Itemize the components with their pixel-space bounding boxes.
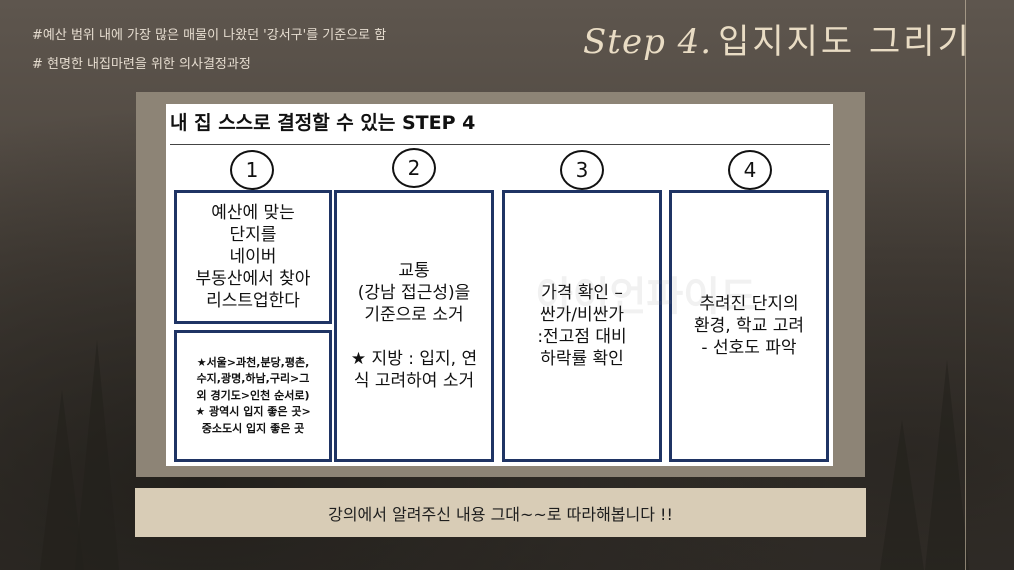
vertical-divider-line <box>965 0 966 570</box>
step-1-detail-card: ★서울>과천,분당,평촌, 수지,광명,하남,구리>그 외 경기도>인천 순서로… <box>174 330 332 462</box>
tree-silhouette <box>880 420 924 570</box>
step-1-card: 예산에 맞는 단지를 네이버 부동산에서 찾아 리스트업한다 <box>174 190 332 324</box>
step-number-4: 4 <box>728 150 772 190</box>
step-title: Step 4.입지지도 그리기 <box>583 14 972 63</box>
tree-silhouette <box>75 340 119 570</box>
step-label: Step 4. <box>583 22 713 62</box>
step-number-1: 1 <box>230 150 274 190</box>
slide-image: 내 집 스스로 결정할 수 있는 STEP 4 1 2 3 4 예산에 맞는 단… <box>166 104 833 466</box>
slide-title: 내 집 스스로 결정할 수 있는 STEP 4 <box>170 112 476 134</box>
step-3-text: 가격 확인 – 싼가/비싼가 :전고점 대비 하락률 확인 <box>537 282 627 370</box>
step-1-text: 예산에 맞는 단지를 네이버 부동산에서 찾아 리스트업한다 <box>195 202 311 312</box>
caption-text: 강의에서 알려주신 내용 그대~~로 따라해봅니다 !! <box>328 504 673 524</box>
step-4-card: 추려진 단지의 환경, 학교 고려 - 선호도 파악 <box>669 190 829 462</box>
caption-bar: 강의에서 알려주신 내용 그대~~로 따라해봅니다 !! <box>135 488 866 537</box>
step-title-text: 입지지도 그리기 <box>718 22 972 62</box>
step-4-text: 추려진 단지의 환경, 학교 고려 - 선호도 파악 <box>693 293 805 359</box>
step-number-2: 2 <box>392 148 436 188</box>
tree-silhouette <box>925 360 969 570</box>
header-note-1: #예산 범위 내에 가장 많은 매물이 나왔던 '강서구'를 기준으로 함 <box>32 28 387 43</box>
step-number-3: 3 <box>560 150 604 190</box>
step-1-detail-text: ★서울>과천,분당,평촌, 수지,광명,하남,구리>그 외 경기도>인천 순서로… <box>195 355 311 435</box>
header-note-2: # 현명한 내집마련을 위한 의사결정과정 <box>32 57 251 72</box>
step-2-card: 교통 (강남 접근성)을 기준으로 소거 ★ 지방 : 입지, 연 식 고려하여… <box>334 190 494 462</box>
slide-title-rule <box>170 144 830 145</box>
step-2-text: 교통 (강남 접근성)을 기준으로 소거 ★ 지방 : 입지, 연 식 고려하여… <box>350 260 478 392</box>
step-3-card: 가격 확인 – 싼가/비싼가 :전고점 대비 하락률 확인 <box>502 190 662 462</box>
